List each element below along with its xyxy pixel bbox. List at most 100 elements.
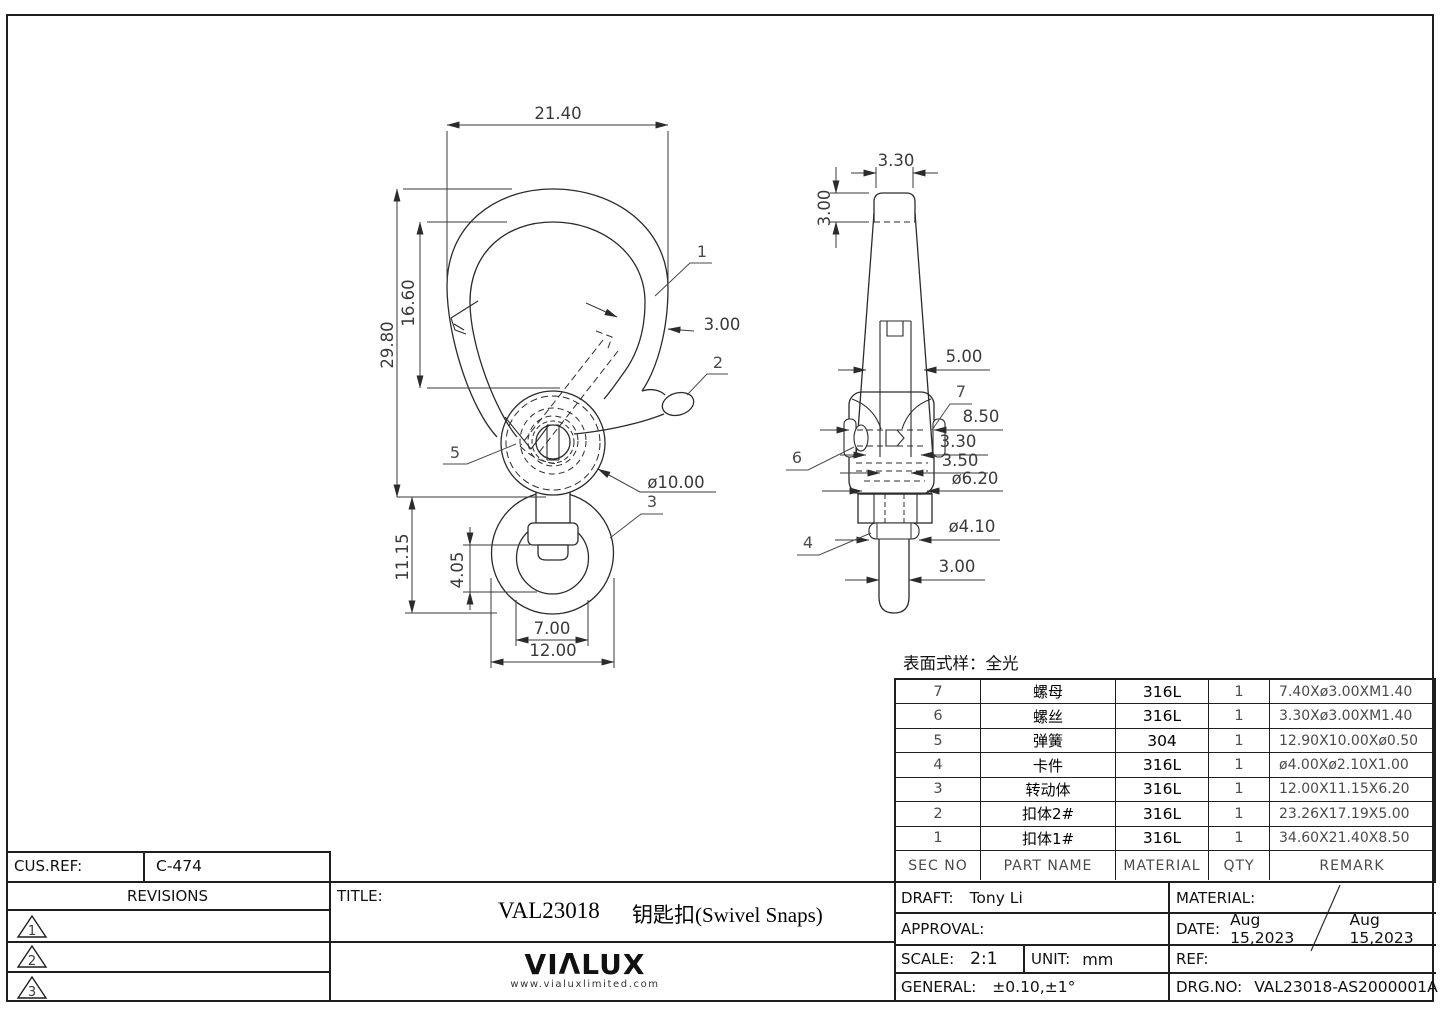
bom-cell-qty: 1 [1209,777,1270,803]
revision-triangle-3: 3 [16,975,48,1000]
bom-header-remark: REMARK [1319,857,1385,874]
date-label: DATE: [1176,920,1221,938]
bom-cell-remark: 12.90X10.00Xø0.50 [1270,729,1434,754]
bom-cell-remark: 12.00X11.15X6.20 [1270,778,1434,803]
revision-triangle-1: 1 [16,914,48,939]
sheet-border [6,14,1434,1002]
bom-header-part: PART NAME [981,851,1116,881]
vialux-logo-text: VIΛLUX [524,948,646,981]
title-label-wrap: TITLE: [337,886,383,905]
bom-cell-part: 弹簧 [981,728,1116,754]
vline-material [1168,883,1170,1002]
bom-cell-sec: 3 [896,777,981,803]
bom-cell-qty: 1 [1209,728,1270,754]
approval-label: APPROVAL: [901,920,985,938]
bom-cell-material: 304 [1116,728,1209,754]
drgno-cell: DRG.NO: VAL23018-AS2000001A [1176,974,1438,1000]
bom-cell-part: 螺丝 [981,704,1116,729]
bom-cell-sec: 7 [896,680,981,705]
bom-cell-part: 螺母 [981,680,1116,705]
revisions-header: REVISIONS [6,883,329,909]
hline-rev3 [6,971,331,973]
bom-table: 7 螺母 316L 1 7.40Xø3.00XM1.40 6 螺丝 316L 1… [894,678,1436,883]
drawing-code: VAL23018 [498,898,600,923]
unit-cell: UNIT: mm [1031,946,1113,972]
bom-cell-qty: 1 [1209,704,1270,729]
cusref-box [6,851,331,881]
hline-scale [894,972,1436,974]
bom-cell-remark: ø4.00Xø2.10X1.00 [1270,753,1434,778]
vline-unit [1023,944,1025,972]
bom-cell-part: 转动体 [981,777,1116,803]
bom-cell-remark: 34.60X21.40X8.50 [1270,827,1434,852]
bom-cell-qty: 1 [1209,753,1270,778]
bom-cell-material: 316L [1116,704,1209,729]
draft-cell: DRAFT: Tony Li [901,883,1023,912]
ref-label: REF: [1176,950,1209,968]
bom-cell-material: 316L [1116,753,1209,778]
titleblock-top-line [6,881,1434,883]
hline-rev1 [6,909,331,911]
date-cell: DATE: Aug 15,2023 Aug 15,2023 [1176,911,1445,947]
bom-cell-part: 扣体2# [981,802,1116,827]
general-cell: GENERAL: ±0.10,±1° [901,974,1075,1000]
vialux-logo-url: www.vialuxlimited.com [510,979,660,990]
revisions-label: REVISIONS [126,887,209,905]
revision-number: 3 [28,985,36,1000]
surface-finish-note: 表面式样：全光 [903,654,1019,673]
bom-cell-material: 316L [1116,802,1209,827]
general-label: GENERAL: [901,978,977,996]
bom-cell-remark: 3.30Xø3.00XM1.40 [1270,704,1434,729]
bom-cell-remark: 23.26X17.19X5.00 [1270,802,1434,827]
cusref-value: C-474 [156,857,203,875]
hline-approval [894,944,1436,946]
scale-cell: SCALE: 2:1 [901,946,998,972]
bom-cell-material: 316L [1116,680,1209,705]
cusref-label: CUS.REF: [14,857,83,875]
title-name-wrap: 钥匙扣(Swivel Snaps) [632,899,823,929]
bom-cell-part: 卡件 [981,753,1116,778]
bom-cell-qty: 1 [1209,680,1270,705]
revision-triangle-2: 2 [16,944,48,969]
hline-rev2 [6,941,896,943]
revision-number: 1 [28,924,36,939]
hline-draft [894,912,1436,914]
bom-cell-part: 扣体1# [981,826,1116,852]
scale-label: SCALE: [901,950,955,968]
unit-value: mm [1082,949,1114,969]
bom-cell-sec: 4 [896,753,981,778]
drgno-value: VAL23018-AS2000001A [1254,978,1438,996]
bom-cell-qty: 1 [1209,802,1270,827]
bom-cell-sec: 2 [896,802,981,827]
approval-cell: APPROVAL: [901,914,984,944]
material-cell: MATERIAL: [1176,883,1255,912]
title-label: TITLE: [337,887,383,905]
bom-cell-qty: 1 [1209,826,1270,852]
date-value-2: Aug 15,2023 [1349,911,1414,947]
bom-header-material: MATERIAL [1116,851,1209,881]
draft-value: Tony Li [969,888,1023,907]
bom-cell-material: 316L [1116,777,1209,803]
bom-cell-material: 316L [1116,826,1209,852]
cusref-value-cell: C-474 [156,851,202,881]
scale-value: 2:1 [970,949,998,969]
drgno-label: DRG.NO: [1176,978,1243,996]
bom-cell-sec: 1 [896,826,981,852]
cusref-cell: CUS.REF: [14,851,82,881]
ref-cell: REF: [1176,946,1208,972]
bom-cell-remark: 7.40Xø3.00XM1.40 [1270,680,1434,705]
bom-header-sec: SEC NO [896,851,981,881]
bom-cell-sec: 6 [896,704,981,729]
cusref-divider [143,851,145,881]
bom-cell-sec: 5 [896,728,981,754]
unit-label: UNIT: [1031,950,1071,968]
general-value: ±0.10,±1° [992,978,1076,996]
bom-header-qty: QTY [1209,851,1270,881]
material-label: MATERIAL: [1176,888,1256,907]
draft-label: DRAFT: [901,888,954,907]
date-value-1: Aug 15,2023 [1230,911,1295,947]
revision-number: 2 [28,954,36,969]
drawing-title: 钥匙扣(Swivel Snaps) [632,903,823,927]
vialux-logo: VIΛLUX www.vialuxlimited.com [480,948,690,990]
